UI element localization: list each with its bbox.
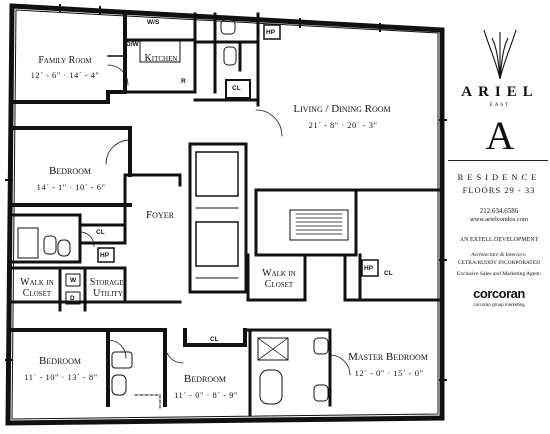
tag-hp-top: HP	[266, 29, 276, 36]
room-foyer-label: Foyer	[146, 209, 174, 221]
tag-ws: W/S	[147, 19, 160, 26]
room-bedroom3-label: Bedroom	[183, 373, 226, 385]
tag-cl-bed1: CL	[96, 229, 105, 236]
architects-label: Architecture & Interiors:	[471, 252, 527, 258]
tag-hp-hall: HP	[100, 252, 110, 259]
wall	[10, 328, 247, 407]
architects: CETRA/RUDDY INCORPORATED	[457, 260, 541, 266]
floors-label: FLOORS 29 - 33	[462, 185, 536, 195]
room-bedroom1-dims: 14´ - 1" · 10´ - 6"	[36, 182, 106, 192]
room-living-label: Living / Dining Room	[293, 103, 391, 115]
residence-label: RESIDENCE	[457, 172, 541, 182]
room-walkin2-label: Walk in Closet	[262, 268, 296, 290]
room-bedroom3-dims: 11´ - 0" · 8´ - 9"	[174, 390, 238, 400]
room-master-dims: 12´ - 0" · 15´ - 0"	[354, 368, 424, 378]
tag-r: R	[181, 78, 186, 85]
phone: 212.634.6586	[479, 207, 519, 215]
agent-sub: corcoran group marketing	[473, 302, 525, 307]
wall	[10, 126, 132, 207]
divider	[448, 160, 548, 161]
tag-d: D	[70, 295, 75, 302]
tag-cl-kitchen: CL	[232, 85, 241, 92]
brand-name: ARIEL	[461, 84, 539, 100]
room-bedroom2-dims: 11´ - 10" · 13´ - 8"	[24, 372, 98, 382]
developer: AN EXTELL DEVELOPMENT	[459, 237, 539, 243]
agent-logo: corcoran	[473, 286, 525, 301]
tag-cl-bottom: CL	[210, 336, 219, 343]
sales-label: Exclusive Sales and Marketing Agent:	[456, 271, 542, 277]
ariel-logo-mark	[483, 29, 517, 80]
room-family-dims: 12´ - 6" · 14´ - 4"	[30, 70, 100, 80]
tag-hp-right: HP	[364, 265, 374, 272]
room-bedroom1-label: Bedroom	[48, 165, 91, 177]
website: www.arielcondos.com	[469, 216, 529, 223]
brand-sub: EAST	[489, 103, 511, 108]
tag-w: W	[70, 277, 77, 284]
tag-cl-right: CL	[384, 270, 393, 277]
room-bedroom2-label: Bedroom	[38, 355, 81, 367]
room-kitchen-label: Kitchen	[144, 53, 178, 64]
exterior-wall	[5, 3, 445, 426]
room-master-label: Master Bedroom	[348, 351, 428, 363]
unit-letter: A	[485, 113, 515, 158]
room-family-label: Family Room	[38, 55, 92, 66]
room-walkin1-label: Walk in Closet	[20, 277, 54, 299]
room-living-dims: 21´ - 8" · 20´ - 3"	[308, 120, 378, 130]
room-storage-label: Storage/ Utility	[89, 277, 127, 299]
tag-dw: D/W	[126, 41, 139, 48]
